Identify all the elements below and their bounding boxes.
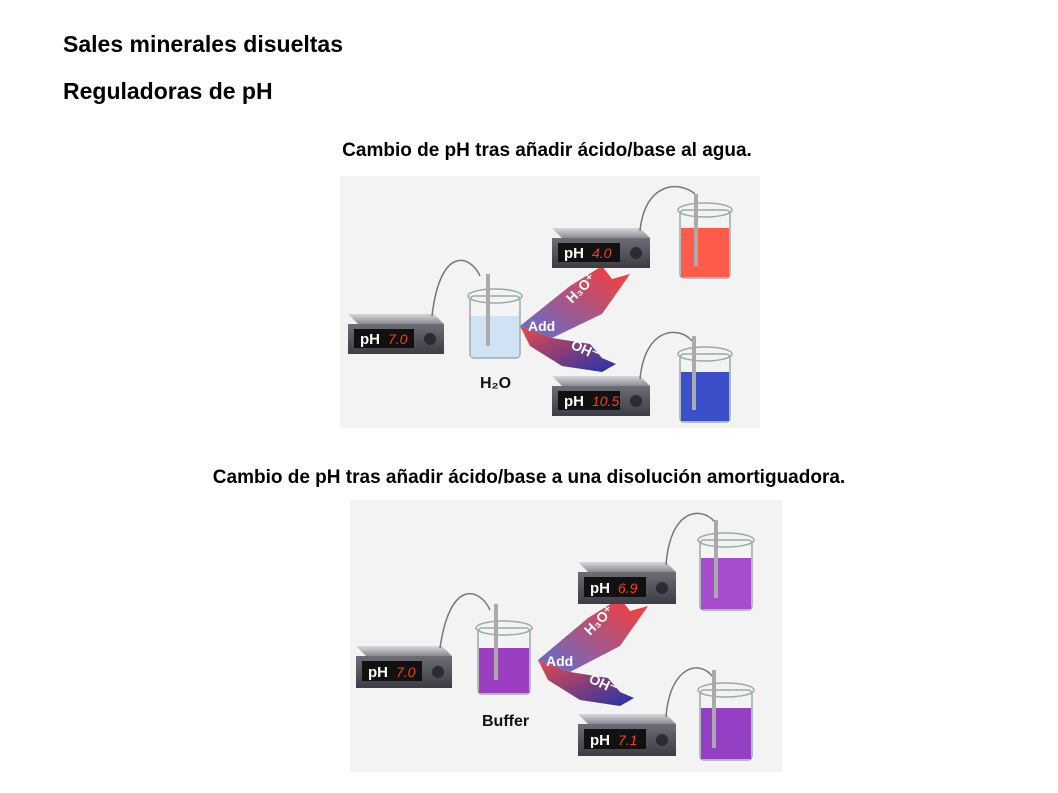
start-beaker [467,274,523,359]
base-meter-reading: 10.5 [592,393,619,409]
start-ph-meter: pH 7.0 [356,646,452,688]
add-arrows: Add H₃O⁺ OH⁻ [538,598,648,706]
start-meter-reading: 7.0 [388,331,408,347]
start-solution-label: H₂O [480,375,511,392]
start-beaker [475,604,533,695]
acid-meter-reading: 4.0 [592,245,612,261]
figure-water: pH 7.0 H₂O Add H₃O⁺ OH⁻ pH 4.0 [340,176,760,428]
page-title: Sales minerales disueltas [63,31,343,57]
figure-caption-buffer: Cambio de pH tras añadir ácido/base a un… [212,467,846,488]
figure-buffer: pH 7.0 Buffer Add H₃O⁺ OH⁻ pH 6.9 [350,500,782,772]
base-ph-meter: pH 7.1 [578,714,676,756]
water-diagram: pH 7.0 H₂O Add H₃O⁺ OH⁻ pH 4.0 [348,186,733,423]
base-meter-label: pH [590,732,610,749]
base-ph-meter: pH 10.5 [552,376,650,416]
acid-meter-label: pH [564,245,584,262]
base-beaker [677,336,733,423]
start-meter-reading: 7.0 [396,664,416,680]
acid-ph-meter: pH 4.0 [552,228,650,268]
acid-beaker [677,194,733,279]
add-label: Add [546,653,573,669]
start-ph-meter: pH 7.0 [348,314,444,354]
acid-ph-meter: pH 6.9 [578,562,676,604]
start-meter-label: pH [368,664,388,681]
start-solution-label: Buffer [482,713,529,730]
buffer-diagram: pH 7.0 Buffer Add H₃O⁺ OH⁻ pH 6.9 [356,512,755,761]
base-beaker [697,670,755,761]
start-meter-label: pH [360,331,380,348]
acid-meter-label: pH [590,580,610,597]
page-subtitle: Reguladoras de pH [63,78,273,104]
figure-caption-water: Cambio de pH tras añadir ácido/base al a… [342,140,752,161]
base-meter-reading: 7.1 [618,732,637,748]
add-arrows: Add H₃O⁺ OH⁻ [520,266,630,372]
base-meter-label: pH [564,393,584,410]
acid-meter-reading: 6.9 [618,580,638,596]
acid-beaker [697,520,755,611]
add-label: Add [528,318,555,334]
